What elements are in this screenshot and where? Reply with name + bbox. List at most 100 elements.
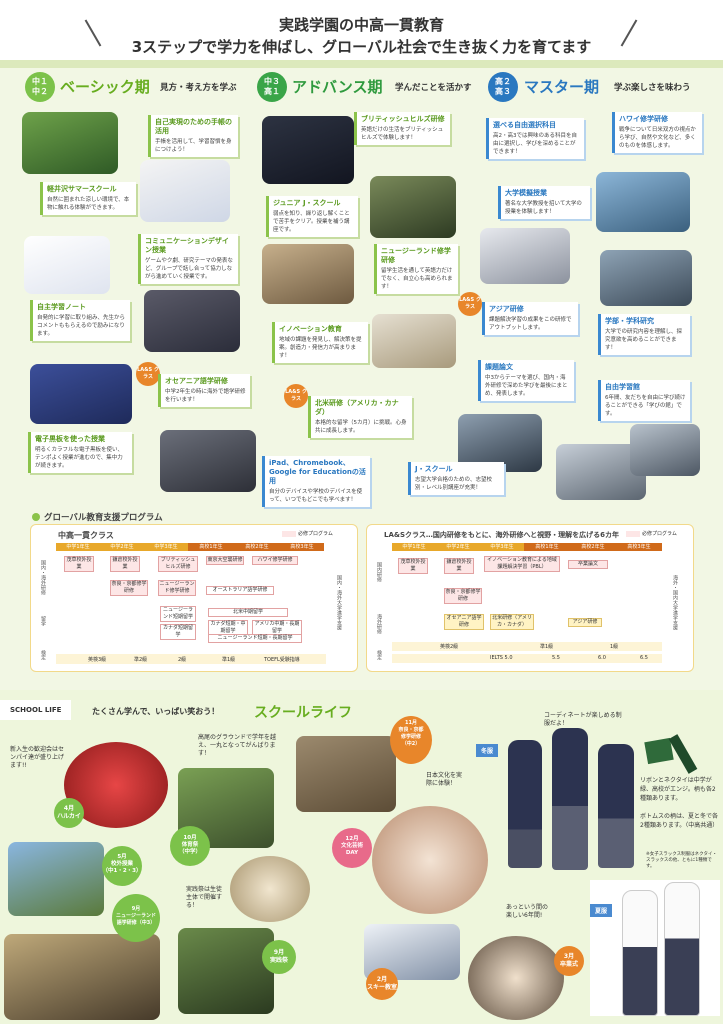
photo-festival-group xyxy=(178,928,274,1014)
event-october: 10月 体育祭 （中学） xyxy=(170,826,210,866)
legend-swatch-right xyxy=(626,531,640,537)
item-left-14: ニュージーランド短期・長期留学 xyxy=(208,634,302,643)
row-left-2: 留学 xyxy=(40,616,46,626)
card-hawaii: ハワイ修学研修 戦争について日米双方の視点から学び、自然や文化など、多くのものを… xyxy=(612,112,702,153)
uniform-summer-2 xyxy=(664,882,700,1016)
school-life-tag: SCHOOL LIFE xyxy=(0,700,72,720)
uniform-summer-1 xyxy=(622,890,658,1016)
card-erabu: 選べる自由選択科目 高2・高3では興味のある科目を自由に選択し、学びを深めること… xyxy=(486,118,584,159)
uniform-desc: リボンとネクタイは中学が緑、高校がエンジ。柄も各2種類あります。 xyxy=(640,777,716,802)
card-innov: イノベーション教育 地域の課題を発見し、解決策を提案。創造力・発信力が高まります… xyxy=(272,322,368,363)
year-left-6: 高校3年生 xyxy=(280,543,324,551)
item-right-3: イノベーション教育による地域課題解決学習（PBL） xyxy=(484,556,560,572)
exam-left-3: 2級 xyxy=(178,657,187,663)
photo-seminar xyxy=(600,250,692,306)
photo-junior-class xyxy=(262,244,354,304)
exam-right-2: 準1級 xyxy=(540,644,554,650)
header-subtitle: 3ステップで学力を伸ばし、グローバル社会で生き抜く力を育てます xyxy=(131,38,592,56)
item-left-5: ニュージーランド修学研修 xyxy=(158,580,196,596)
year-left-2: 中学2年生 xyxy=(110,544,134,550)
exam-right-3: 1級 xyxy=(610,644,619,650)
uniform-winter-3 xyxy=(598,744,634,868)
year-left-3: 中学3年生 xyxy=(154,544,178,550)
la-badge-northam: LA&S クラス xyxy=(284,384,308,408)
right-label-left: 国内・海外大学進学支援 xyxy=(336,575,342,630)
ielts-right-3: 6.0 xyxy=(598,655,606,661)
item-right-8: アジア研修 xyxy=(568,618,602,627)
item-left-7: ハワイ修学研修 xyxy=(252,556,298,565)
phase-title-basic: ベーシック期 xyxy=(60,78,150,96)
program-dot-icon xyxy=(32,513,40,521)
school-life-lead: たくさん学んで、いっぱい笑おう！ xyxy=(92,707,220,716)
photo-daibutsu xyxy=(8,842,104,916)
photo-lecture xyxy=(480,228,570,284)
photo-nz-students xyxy=(370,176,456,238)
card-gakubu: 学部・学科研究 大学での研究内容を理解し、探究意欲を高めることができます！ xyxy=(598,314,690,355)
item-left-8: オーストラリア語学研修 xyxy=(206,586,274,595)
exam-left-2: 準2級 xyxy=(134,657,148,663)
uniform-winter-1 xyxy=(508,740,542,868)
legend-right: 必修プログラム xyxy=(642,531,677,537)
ielts-right-1: IELTS 5.0 xyxy=(490,655,513,661)
photo-class-group xyxy=(144,290,240,352)
item-right-5: 奈良・京都修学研修 xyxy=(444,588,482,604)
row-left-3: 検定 xyxy=(40,650,46,660)
item-left-1: 茂草校外授業 xyxy=(64,556,94,572)
uniform-caption: コーディネートが楽しめる制服だよ！ xyxy=(544,712,622,727)
card-ipad: iPad、Chromebook、Google for Educationの活用 … xyxy=(262,456,370,507)
item-right-6: オセアニア語学研修 xyxy=(444,614,484,630)
card-kadai: 課題論文 中3からテーマを選び、国内・海外研修で深めた学びを最後にまとめ、発表し… xyxy=(478,360,574,401)
item-right-7: 北米研修（アメリカ・カナダ） xyxy=(490,614,534,630)
row-right-1: 国内研修 xyxy=(376,562,382,582)
card-junior: ジュニア J・スクール 弱点を知り、繰り返し解くことで苦手をクリア。授業を補う講… xyxy=(266,196,358,237)
ielts-right-2: 5.5 xyxy=(552,655,560,661)
year-left-5: 高校2年生 xyxy=(234,543,280,551)
school-life-title: スクールライフ xyxy=(254,705,352,721)
exam-left-1: 英検3級 xyxy=(88,657,107,663)
event-april-note: 新入生の歓迎会はセンパイ達が盛り上げます!! xyxy=(10,746,65,769)
phase-sub-advance: 学んだことを活かす xyxy=(395,83,472,93)
item-right-1: 茂草校外授業 xyxy=(398,558,428,574)
year-right-5: 高校2年生 xyxy=(570,543,616,551)
item-left-11: 北米中期留学 xyxy=(208,608,288,617)
card-denshi: 電子黒板を使った授業 明るくカラフルな電子黒板を使い、テンポよく授業が進むので、… xyxy=(28,432,132,473)
card-jishu: 自主学習ノート 自発的に学習に取り組み、先生からコメントももらえるので励みになり… xyxy=(30,300,130,341)
phase-title-master: マスター期 xyxy=(524,78,600,96)
header xyxy=(0,0,723,60)
header-title: 実践学園の中高一貫教育 xyxy=(278,16,444,34)
card-asia: アジア研修 課題解決学習の成果をこの研修でアウトプットします。 xyxy=(482,302,578,335)
photo-british-group xyxy=(262,116,354,184)
uniform-desc2: ボトムスの柄は、夏と冬で各2種類あります。（中高共通） xyxy=(640,813,719,829)
event-october-note: 高尾のグラウンドで学年を越え、一丸となってがんばります！ xyxy=(198,734,277,757)
row-left-1: 国内・海外研修 xyxy=(40,560,46,595)
winter-tag: 冬服 xyxy=(476,744,499,757)
card-nz: ニュージーランド修学研修 留学生活を通して英語力だけでなく、自立心も高められます… xyxy=(374,244,458,294)
photo-tablet-students xyxy=(160,430,256,492)
photo-hawaii xyxy=(596,172,690,232)
summer-tag: 夏服 xyxy=(590,904,613,917)
event-march: 3月 卒業式 xyxy=(554,946,584,976)
event-sept-nz: 9月 ニュージーランド 語学研修（中3） xyxy=(112,894,160,942)
year-right-1: 中学1年生 xyxy=(402,544,426,550)
year-right-4: 高校1年生 xyxy=(524,543,570,551)
exam-bar-right xyxy=(392,642,662,651)
row-right-3: 検定 xyxy=(376,650,382,660)
item-left-3: 奈良・京都修学研修 xyxy=(110,580,148,596)
right-label-right: 海外・国内大学進学支援 xyxy=(672,575,678,630)
uniform-note: ※女子スラックス制服はネクタイ・スラックスの他、ともに1種類です。 xyxy=(646,852,717,869)
event-december-note: 日本文化を実際に体験！ xyxy=(426,772,463,787)
phase-sub-basic: 見方・考え方を学ぶ xyxy=(160,83,237,93)
card-daigaku: 大学模擬授業 著名な大学教授を招いて大学の授業を体験します！ xyxy=(498,186,590,219)
uniform-winter-2 xyxy=(552,728,588,870)
card-british: ブリティッシュヒルズ研修 英語だけの生活をブリティッシュヒルズで体験します！ xyxy=(354,112,450,145)
phase-title-advance: アドバンス期 xyxy=(292,78,383,96)
card-karuizawa: 軽井沢サマースクール 自然に囲まれた涼しい環境で、本物に触れる体験ができます。 xyxy=(40,182,136,215)
la-badge-asia: LA&S クラス xyxy=(458,292,482,316)
photo-innovation xyxy=(372,314,456,368)
event-march-note: あっという間の楽しい6年間! xyxy=(506,904,549,919)
exam-left-5: TOEFL受験指導 xyxy=(264,657,300,663)
legend-swatch-left xyxy=(282,531,296,537)
card-oceania: オセアニア語学研修 中学2年生の時に海外で語学研修を行います！ xyxy=(158,374,250,407)
year-right-6: 高校3年生 xyxy=(616,543,662,551)
